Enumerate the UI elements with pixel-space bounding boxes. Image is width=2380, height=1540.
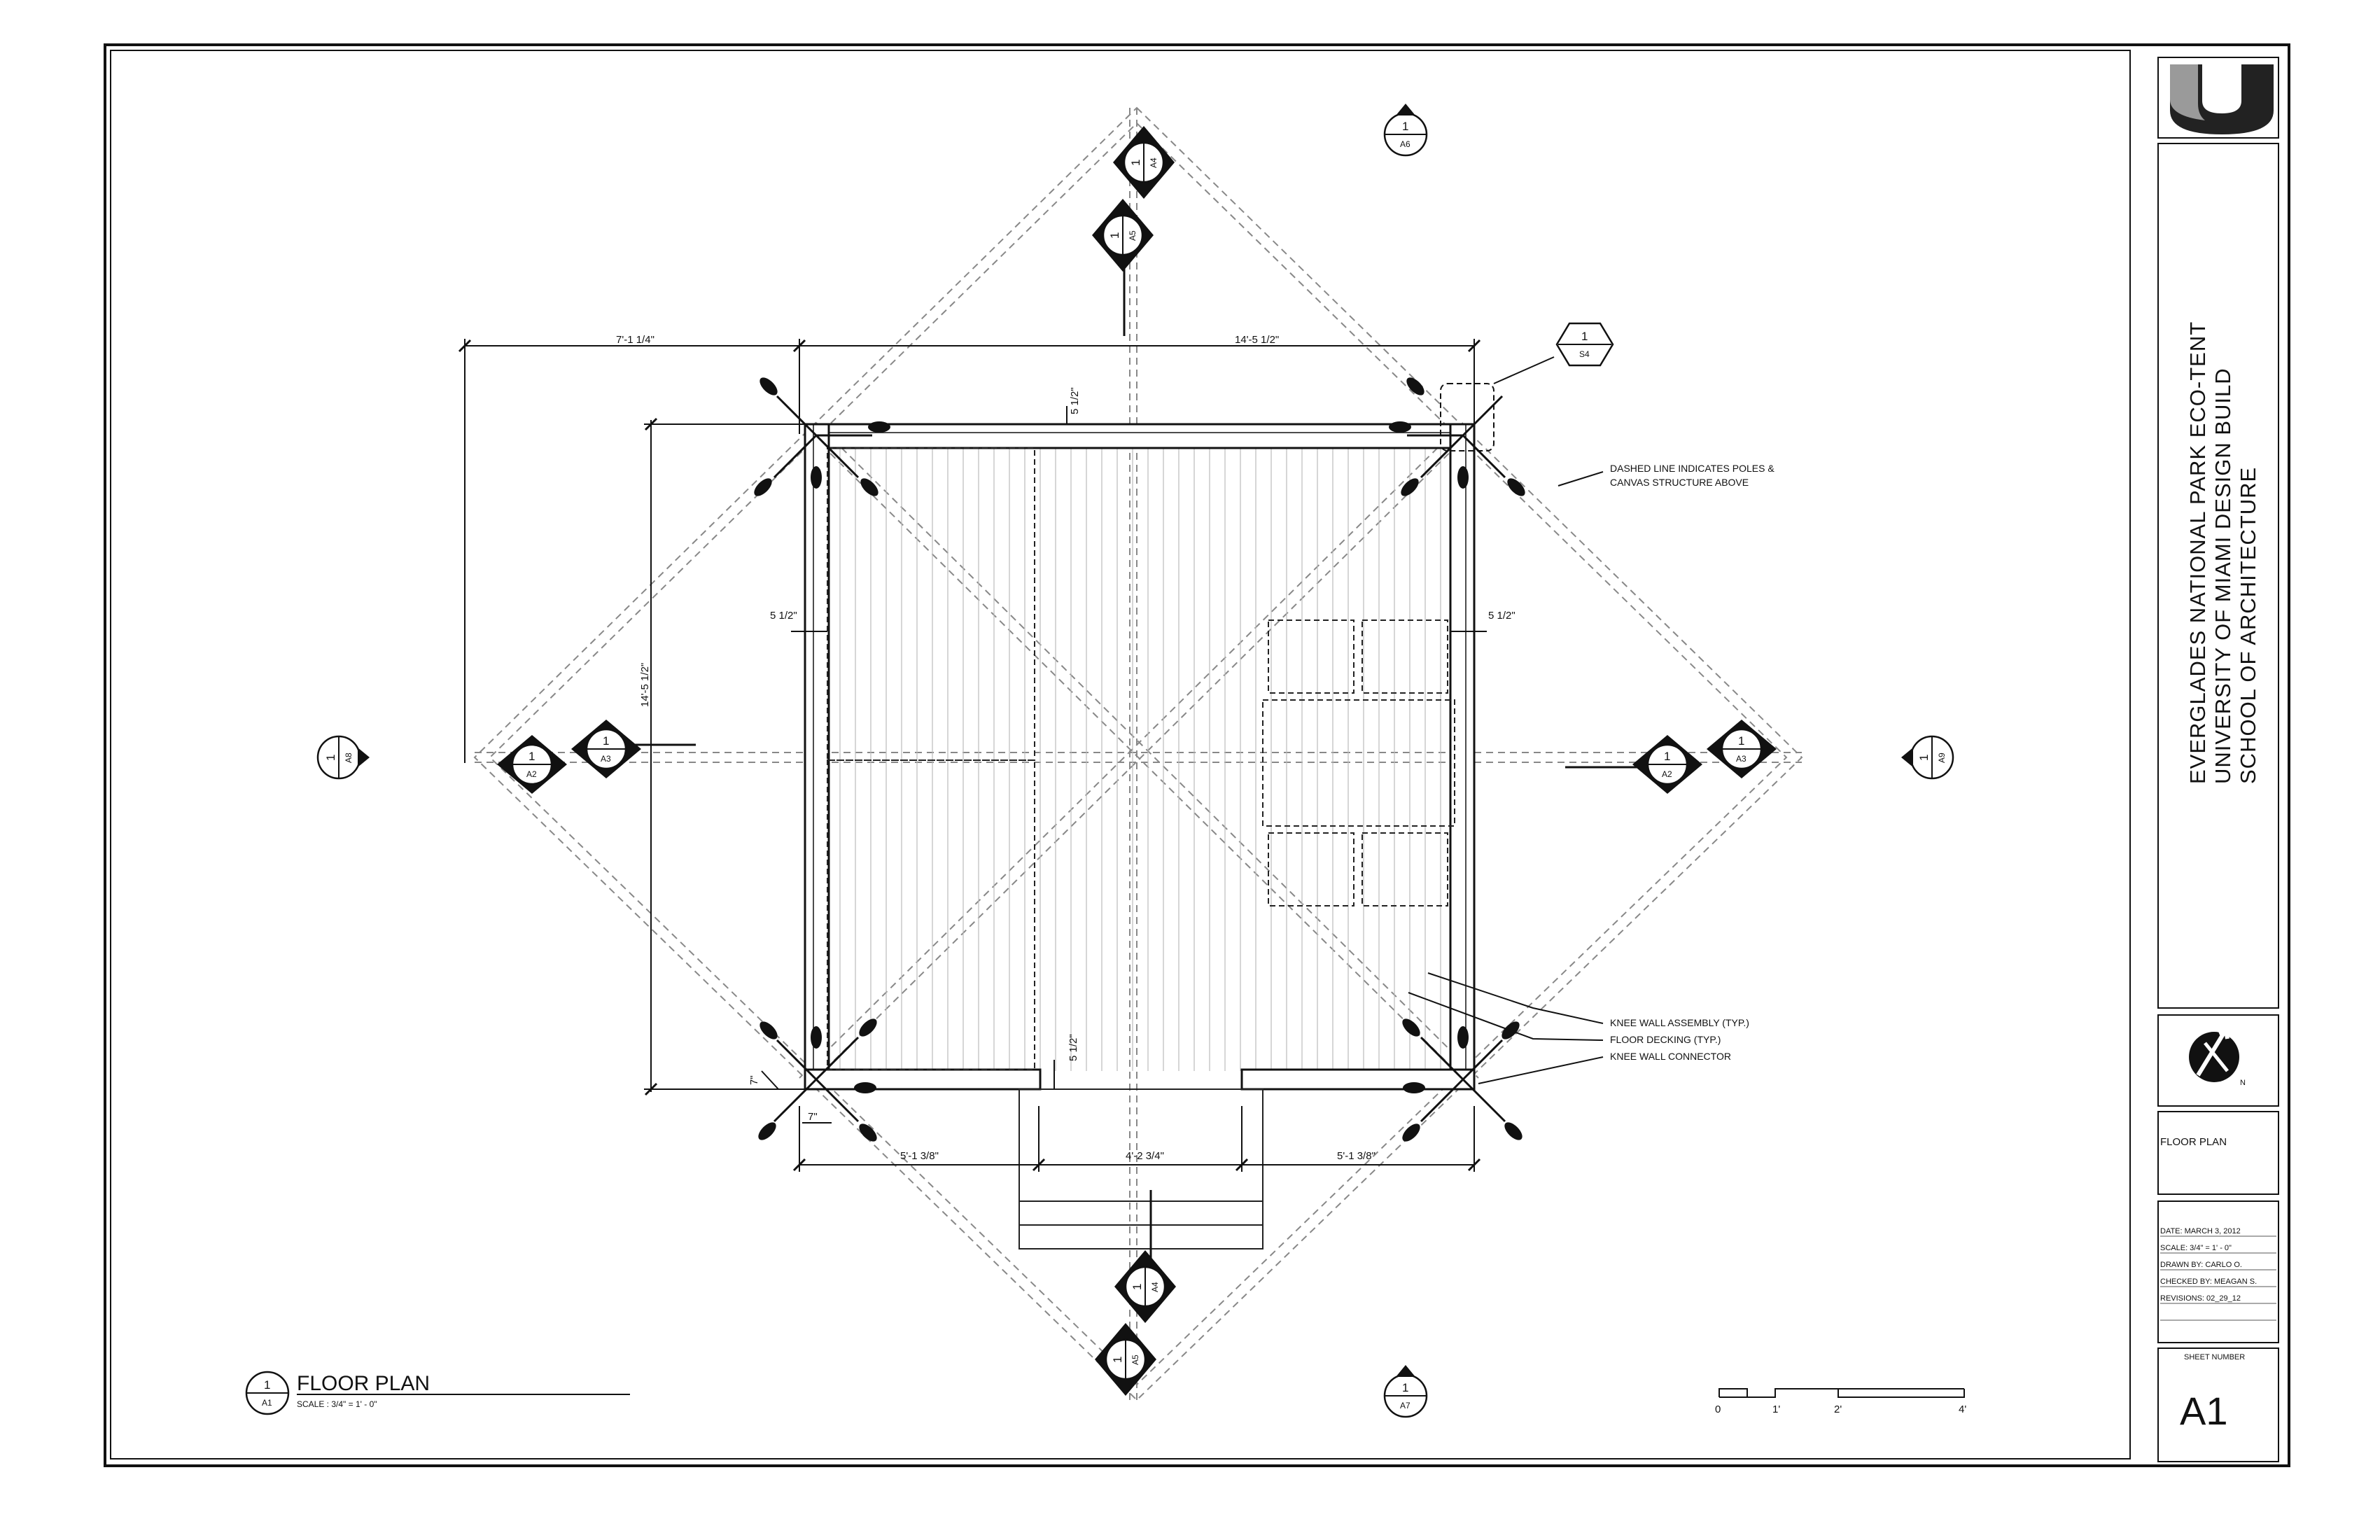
tag-number: 1 xyxy=(1111,1357,1124,1363)
tag-number: 1 xyxy=(1917,755,1931,761)
sheet-number: A1 xyxy=(2180,1389,2228,1433)
section-tag-s4: 1 S4 xyxy=(1555,322,1614,367)
north-arrow-icon xyxy=(2189,1027,2239,1082)
note-knee-wall: KNEE WALL ASSEMBLY (TYP.) xyxy=(1610,1017,1749,1028)
tag-number: 1 xyxy=(1129,160,1142,166)
tag-sheet: A4 xyxy=(1149,158,1158,168)
plan-title: FLOOR PLAN xyxy=(297,1372,430,1395)
project-title-2: UNIVERSITY OF MIAMI DESIGN BUILD xyxy=(2211,368,2235,784)
dim-bottom-right: 5'-1 3/8" xyxy=(1337,1150,1376,1162)
tag-number: 1 xyxy=(1402,1381,1408,1394)
section-tag-a7: 1 A7 xyxy=(1383,1365,1428,1418)
tag-sheet: A4 xyxy=(1150,1282,1160,1292)
dim-top-gap: 5 1/2" xyxy=(1069,387,1081,414)
scale-tick-0: 0 xyxy=(1715,1404,1721,1415)
dim-left-gap: 5 1/2" xyxy=(770,610,797,622)
tag-number: 1 xyxy=(603,734,609,748)
plan-title-block: 1 A1 FLOOR PLAN SCALE : 3/4" = 1' - 0" xyxy=(245,1371,630,1415)
scale-bar: 0 1' 2' 4' xyxy=(1715,1388,1966,1415)
sheet-number-label: SHEET NUMBER xyxy=(2184,1353,2245,1362)
title-block: EVERGLADES NATIONAL PARK ECO-TENT UNIVER… xyxy=(2157,57,2279,1462)
knee-wall-connector-se xyxy=(1402,1018,1522,1142)
scale-tick-1: 1' xyxy=(1772,1404,1780,1415)
knee-wall-connector-sw xyxy=(758,1018,877,1142)
plan-number: 1 xyxy=(264,1378,270,1392)
dim-left-vertical: 14'-5 1/2" xyxy=(639,663,651,707)
dim-top-left: 7'-1 1/4" xyxy=(616,334,654,346)
tag-number: 1 xyxy=(324,755,337,761)
tag-sheet: A2 xyxy=(526,769,537,779)
section-tag-a4-top: 1 A4 xyxy=(1113,126,1175,199)
tag-number: 1 xyxy=(1738,734,1744,748)
info-scale: SCALE: 3/4" = 1' - 0" xyxy=(2160,1244,2232,1252)
tag-sheet: A2 xyxy=(1662,769,1672,779)
plan-scale: SCALE : 3/4" = 1' - 0" xyxy=(297,1399,377,1409)
dim-bottom-left: 5'-1 3/8" xyxy=(900,1150,939,1162)
note-dashed-line-1: DASHED LINE INDICATES POLES & xyxy=(1610,463,1774,474)
knee-wall-connector-nw xyxy=(754,377,890,496)
note-floor-decking: FLOOR DECKING (TYP.) xyxy=(1610,1034,1721,1045)
sheet-border xyxy=(104,43,2290,1467)
section-tag-a3-left: 1 A3 xyxy=(571,720,641,778)
sheet-title: FLOOR PLAN xyxy=(2160,1136,2227,1148)
section-tag-a4-bottom: 1 A4 xyxy=(1114,1250,1176,1323)
tag-sheet: A6 xyxy=(1400,139,1410,149)
annotation-leaders xyxy=(1408,471,1604,1084)
tag-sheet: A5 xyxy=(1128,230,1138,241)
section-tag-a2-right: 1 A2 xyxy=(1632,735,1702,794)
dimension-ticks xyxy=(458,339,1481,1172)
info-date: DATE: MARCH 3, 2012 xyxy=(2160,1227,2241,1236)
scale-tick-4: 4' xyxy=(1959,1404,1966,1415)
tag-number: 1 xyxy=(1402,120,1408,133)
info-revisions: REVISIONS: 02_29_12 xyxy=(2160,1294,2241,1303)
dim-corner-v: 7" xyxy=(748,1075,760,1085)
tag-number: 1 xyxy=(1108,232,1121,239)
info-checked-by: CHECKED BY: MEAGAN S. xyxy=(2160,1278,2257,1286)
tag-sheet: A3 xyxy=(1736,754,1746,764)
furniture-outlines xyxy=(827,447,1455,1070)
tag-sheet: A9 xyxy=(1937,752,1947,763)
tag-sheet: A3 xyxy=(601,754,611,764)
dim-corner-h: 7" xyxy=(808,1111,818,1123)
connector-detail-callout xyxy=(1440,383,1494,451)
north-label: N xyxy=(2240,1079,2246,1087)
tag-sheet: S4 xyxy=(1579,349,1590,359)
dimension-lines xyxy=(464,339,1487,1172)
section-tag-a2-left: 1 A2 xyxy=(497,735,567,794)
tag-number: 1 xyxy=(1581,330,1588,343)
tag-sheet: A8 xyxy=(344,752,354,763)
drawing-frame xyxy=(110,50,2131,1460)
scale-tick-2: 2' xyxy=(1834,1404,1842,1415)
note-knee-connector: KNEE WALL CONNECTOR xyxy=(1610,1051,1731,1062)
section-tag-a5-bottom: 1 A5 xyxy=(1095,1323,1156,1396)
tag-sheet: A5 xyxy=(1130,1354,1140,1365)
canvas-structure xyxy=(473,106,1803,1401)
knee-wall-connector-ne xyxy=(1389,377,1525,496)
floor-plan: 7'-1 1/4" 14'-5 1/2" 14'-5 1/2" 5 1/2" 5… xyxy=(316,104,1954,1418)
section-tag-a6: 1 A6 xyxy=(1383,104,1428,157)
dim-bottom-mid: 4'-2 3/4" xyxy=(1126,1150,1164,1162)
dim-top-right: 14'-5 1/2" xyxy=(1235,334,1279,346)
info-drawn-by: DRAWN BY: CARLO O. xyxy=(2160,1261,2242,1269)
note-dashed-line-2: CANVAS STRUCTURE ABOVE xyxy=(1610,477,1749,488)
section-tag-a5-top: 1 A5 xyxy=(1092,199,1154,272)
section-tag-a8: 1 A8 xyxy=(316,735,370,780)
tag-number: 1 xyxy=(528,750,535,763)
dim-bottom-gap: 5 1/2" xyxy=(1068,1034,1079,1061)
tag-sheet: A7 xyxy=(1400,1401,1410,1410)
section-tag-a9: 1 A9 xyxy=(1901,735,1954,780)
project-title-1: EVERGLADES NATIONAL PARK ECO-TENT xyxy=(2185,321,2210,784)
dim-right-gap: 5 1/2" xyxy=(1488,610,1516,622)
university-logo xyxy=(2157,57,2279,139)
entry-steps xyxy=(1018,1088,1264,1250)
project-title-3: SCHOOL OF ARCHITECTURE xyxy=(2236,467,2260,784)
tag-number: 1 xyxy=(1130,1284,1144,1290)
section-tag-a3-right: 1 A3 xyxy=(1707,720,1777,778)
plan-sheet: A1 xyxy=(262,1398,272,1408)
tag-number: 1 xyxy=(1664,750,1670,763)
